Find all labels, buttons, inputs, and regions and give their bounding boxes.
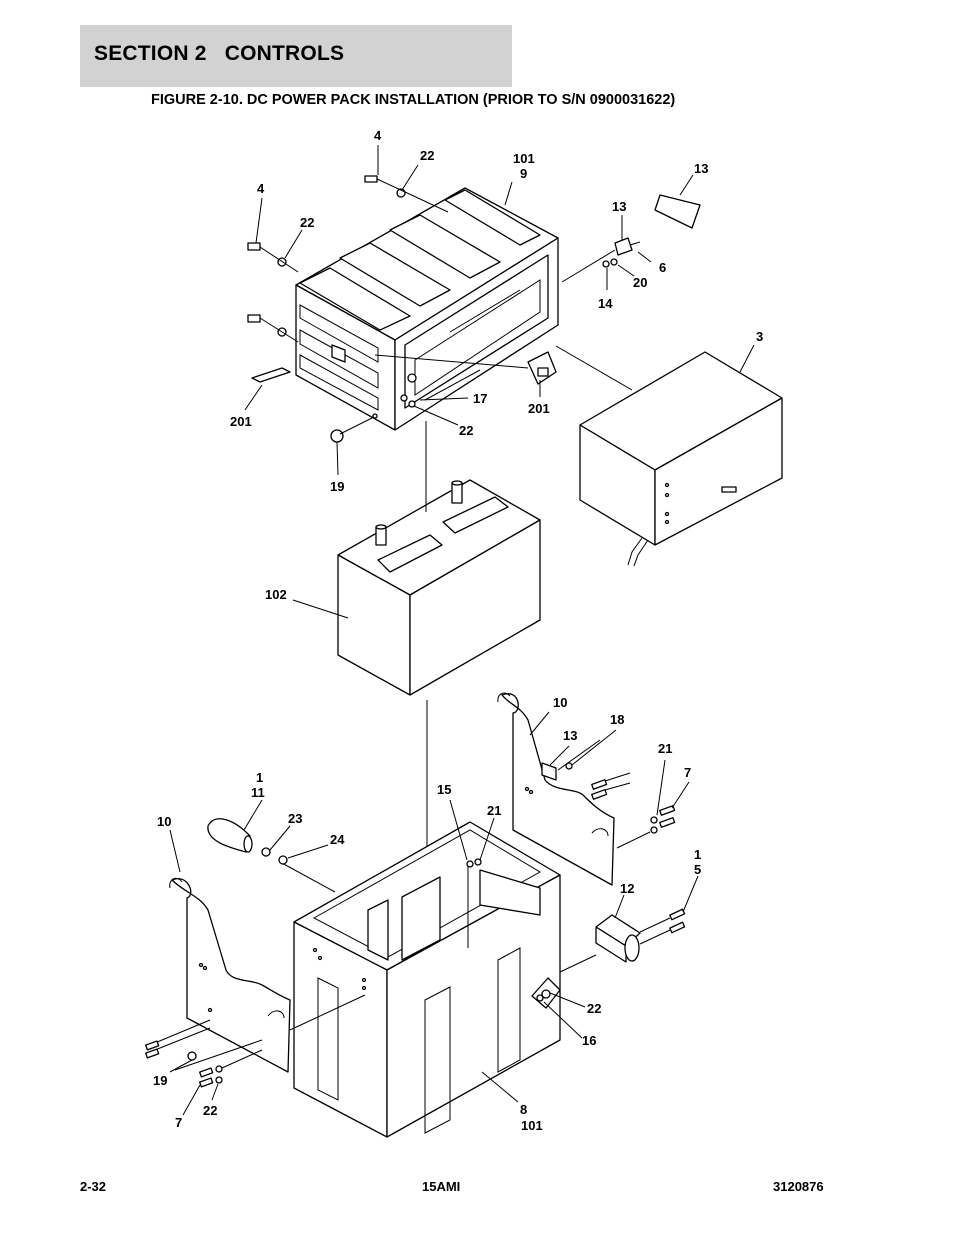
callout-23: 23	[288, 811, 302, 826]
callout-5: 5	[694, 862, 701, 877]
callout-201: 201	[528, 401, 550, 416]
cover-box	[555, 345, 783, 567]
callout-14: 14	[598, 296, 613, 311]
callout-101: 101	[521, 1118, 543, 1133]
callout-3: 3	[756, 329, 763, 344]
callouts: 4 22 101 9 13 13 6 20 14 4 22 3 201 201 …	[153, 128, 763, 1133]
callout-21: 21	[658, 741, 672, 756]
model-name: 15AMI	[422, 1179, 461, 1194]
knob-assembly	[207, 818, 288, 865]
callout-17: 17	[473, 391, 487, 406]
document-number: 3120876	[773, 1179, 824, 1194]
battery-box-lower	[279, 821, 561, 1138]
callout-9: 9	[520, 166, 527, 181]
callout-6: 6	[659, 260, 666, 275]
callout-12: 12	[620, 881, 634, 896]
callout-21: 21	[487, 803, 501, 818]
callout-7: 7	[175, 1115, 182, 1130]
callout-1: 1	[694, 847, 701, 862]
callout-4: 4	[257, 181, 265, 196]
callout-11: 11	[251, 785, 265, 800]
callout-8: 8	[520, 1102, 527, 1117]
page-number: 2-32	[80, 1179, 107, 1194]
upper-hardware	[247, 175, 701, 443]
callout-22: 22	[203, 1103, 217, 1118]
callout-22: 22	[420, 148, 434, 163]
callout-13: 13	[694, 161, 708, 176]
battery-box-upper	[295, 187, 559, 431]
section-header: SECTION 2 CONTROLS	[80, 25, 512, 87]
callout-7: 7	[684, 765, 691, 780]
callout-101: 101	[513, 151, 535, 166]
callout-4: 4	[374, 128, 382, 143]
leader-lines	[169, 145, 755, 1116]
lower-hardware	[466, 858, 686, 1009]
callout-15: 15	[437, 782, 451, 797]
bracket-left	[145, 877, 366, 1088]
callout-10: 10	[553, 695, 567, 710]
callout-22: 22	[459, 423, 473, 438]
callout-19: 19	[153, 1073, 167, 1088]
callout-1: 1	[256, 770, 263, 785]
callout-13: 13	[563, 728, 577, 743]
callout-102: 102	[265, 587, 287, 602]
bracket-right	[497, 692, 676, 886]
callout-24: 24	[330, 832, 345, 847]
callout-16: 16	[582, 1033, 596, 1048]
section-title: SECTION 2 CONTROLS	[94, 42, 345, 65]
callout-13: 13	[612, 199, 626, 214]
callout-10: 10	[157, 814, 171, 829]
callout-22: 22	[300, 215, 314, 230]
callout-20: 20	[633, 275, 647, 290]
callout-18: 18	[610, 712, 624, 727]
callout-201: 201	[230, 414, 252, 429]
callout-22: 22	[587, 1001, 601, 1016]
callout-19: 19	[330, 479, 344, 494]
figure-title: FIGURE 2-10. DC POWER PACK INSTALLATION …	[151, 92, 676, 108]
battery	[337, 421, 541, 890]
